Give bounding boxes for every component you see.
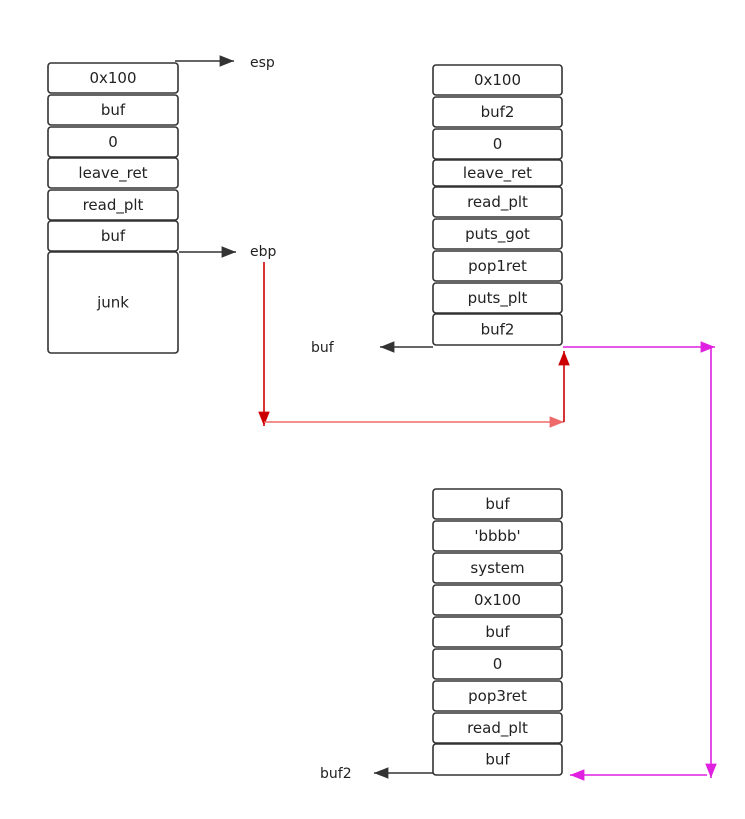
cell-label: puts_got [465,225,530,244]
cell-label: 0x100 [89,69,136,87]
buf2-label: buf2 [320,766,352,782]
stack-1-cell: read_plt [47,189,179,221]
stack-1-cell: junk [47,251,179,354]
cell-box [432,218,563,250]
cell-label: buf [101,227,126,245]
cell-label: buf2 [481,321,515,339]
cell-box [47,251,179,354]
stack-2-cell: 0 [432,128,563,160]
cell-box [432,616,563,648]
cell-label: 0x100 [474,591,521,609]
esp-label: esp [250,55,275,71]
stack-3-cell: system [432,552,563,584]
cell-box [432,520,563,552]
cell-box [432,282,563,314]
stack-2-cell: pop1ret [432,250,563,282]
cell-label: read_plt [467,719,528,738]
cell-label: 0 [493,135,503,153]
cell-label: 'bbbb' [474,527,520,545]
cell-label: buf [485,623,510,641]
cell-box [432,712,563,744]
cell-box [432,96,563,128]
cell-box [47,189,179,221]
cell-box [432,128,563,160]
cell-label: buf [485,495,510,513]
stack-1-cell: buf [47,94,179,126]
cell-box [47,157,179,189]
stack-3: buf'bbbb'system0x100buf0pop3retread_pltb… [432,488,563,776]
stack-1-cell: 0 [47,126,179,158]
cell-box [47,220,179,252]
stack-1-cell: leave_ret [47,157,179,189]
stack-3-cell: 0 [432,648,563,680]
stack-2-cell: 0x100 [432,64,563,96]
cell-box [432,250,563,282]
stack-3-cell: buf [432,488,563,520]
cell-label: 0 [493,655,503,673]
cell-box [432,64,563,96]
stack-2-cell: buf2 [432,313,563,346]
cell-label: puts_plt [468,289,528,308]
cell-label: leave_ret [463,164,532,183]
stack-2-cell: leave_ret [432,159,563,187]
cell-label: pop1ret [468,257,527,275]
cell-box [432,488,563,520]
cell-label: pop3ret [468,687,527,705]
cell-box [432,680,563,712]
cell-label: buf2 [481,103,515,121]
cell-label: read_plt [467,193,528,212]
stack-2: 0x100 buf2 0 leave_ret read_plt puts_got pop1r… [432,64,563,346]
cell-box [432,648,563,680]
cell-box [47,62,179,94]
stack-1-cell: buf [47,220,179,252]
stack-1-cell: 0x100 [47,62,179,94]
cell-label: buf [101,101,126,119]
cell-box [432,743,563,776]
cell-box [432,313,563,346]
stack-3-cell: pop3ret [432,680,563,712]
cell-label: 0 [108,133,118,151]
cell-box [432,186,563,218]
ebp-label: ebp [250,244,277,260]
buf-label: buf [311,340,335,356]
stack-3-cell: buf [432,616,563,648]
cell-box [47,126,179,158]
cell-label: read_plt [83,196,144,215]
cell-label: buf [485,751,510,769]
cell-label: system [470,559,524,577]
cell-box [432,584,563,616]
stack-3-cell: 0x100 [432,584,563,616]
stack-2-cell: puts_got [432,218,563,250]
cell-label: 0x100 [474,71,521,89]
stack-3-cell: buf [432,743,563,776]
cell-label: leave_ret [78,164,147,183]
cell-label: junk [96,294,129,312]
stack-2-cell: puts_plt [432,282,563,314]
stack-2-cell: read_plt [432,186,563,218]
cell-box [47,94,179,126]
stack-2-cell: buf2 [432,96,563,128]
cell-box [432,552,563,584]
cell-box [432,159,563,187]
stack-3-cell: 'bbbb' [432,520,563,552]
stack-3-cell: read_plt [432,712,563,744]
